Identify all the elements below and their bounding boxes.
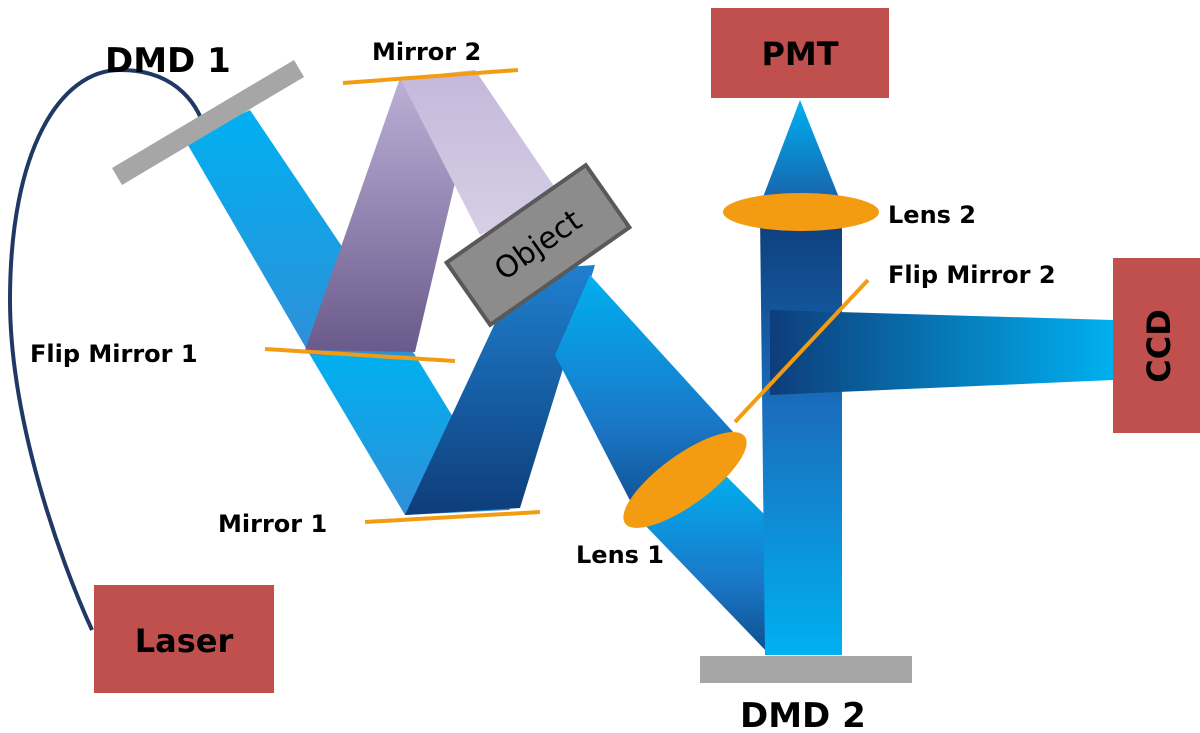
pmt-box [711,8,889,98]
lens2-label: Lens 2 [888,201,976,229]
mirror2 [342,68,519,85]
flip-mirror2 [733,278,870,424]
beam-purple-flipmirror1-to-mirror2 [305,78,458,352]
ccd-box [1113,258,1200,433]
mirror1 [364,510,541,524]
mirror1-label: Mirror 1 [218,510,327,538]
beam-flipmirror2-to-ccd [770,310,1113,395]
lens2 [723,193,879,231]
beam-purple-mirror2-to-object [400,70,560,235]
beam-lens2-to-pmt [760,100,842,205]
lens1-label: Lens 1 [576,541,664,569]
flip-mirror1 [264,347,456,363]
laser-label: Laser [135,622,234,660]
mirror2-label: Mirror 2 [372,38,481,66]
pmt-label: PMT [761,35,838,73]
optical-fiber [7,67,207,631]
flip-mirror2-label: Flip Mirror 2 [888,261,1056,289]
beam-mirror1-to-object [405,265,595,515]
laser-box [94,585,274,693]
dmd2 [700,656,912,683]
ccd-label: CCD [1140,309,1178,383]
beam-dmd2-to-lens2 [760,215,842,655]
flip-mirror1-label: Flip Mirror 1 [30,340,198,368]
dmd1-label: DMD 1 [105,41,231,81]
dmd1 [112,60,304,185]
dmd2-label: DMD 2 [740,696,866,733]
lens1 [623,432,747,528]
